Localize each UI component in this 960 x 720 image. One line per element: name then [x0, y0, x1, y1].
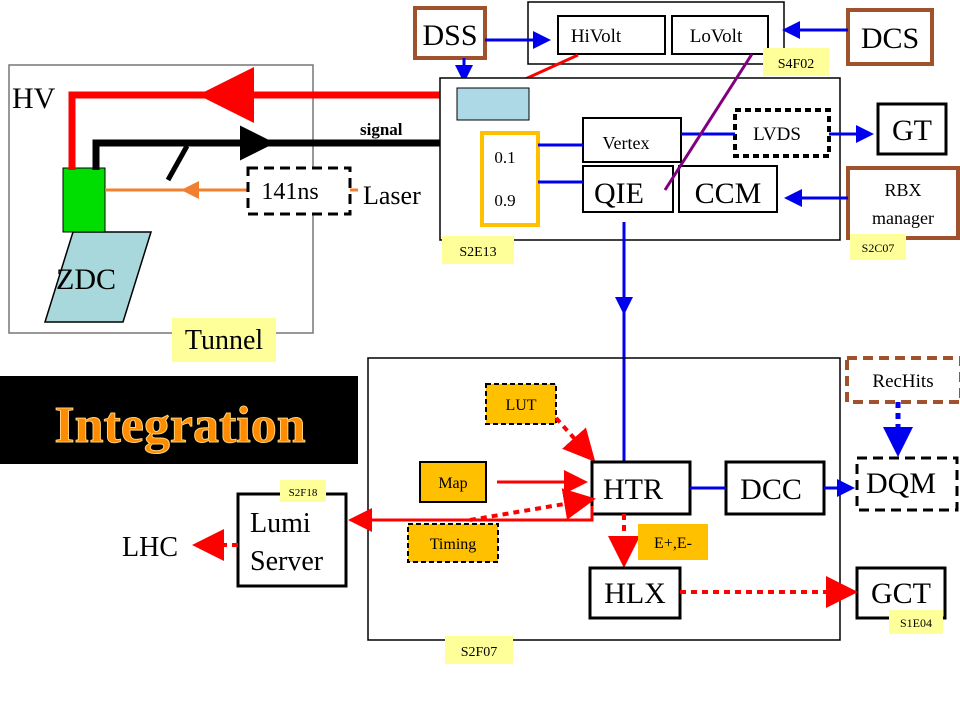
- rbx-label-line1: RBX: [884, 180, 921, 200]
- rack-tag-s2f18: [280, 480, 326, 502]
- htr-label: HTR: [603, 473, 663, 506]
- dcs-label: DCS: [861, 22, 919, 55]
- zdc-detector: [43, 231, 153, 323]
- timing-label: Timing: [430, 536, 477, 553]
- timing-box: [407, 523, 499, 563]
- hv-label: HV: [12, 82, 56, 115]
- dcc-box: [724, 460, 826, 516]
- map-label: Map: [438, 475, 467, 492]
- lovolt-to-qie-link: [663, 53, 754, 191]
- map-box: [419, 461, 487, 503]
- rack-tag-s1e04: [889, 610, 943, 634]
- ccm-label: CCM: [695, 177, 762, 210]
- dcc-label: DCC: [740, 473, 802, 506]
- tunnel-label-box: [172, 318, 276, 362]
- lumi-label-line2: Server: [250, 546, 324, 577]
- delay-box: [246, 166, 352, 216]
- rack-tag-s2e13: [442, 236, 514, 264]
- tunnel-label: Tunnel: [185, 325, 264, 356]
- vertex-label: Vertex: [603, 133, 650, 153]
- title-text: Integration: [54, 397, 305, 454]
- lovolt-box: [671, 15, 769, 55]
- lvds-label: LVDS: [753, 124, 801, 145]
- signal-cable: [92, 139, 482, 170]
- timing-to-htr-arrow: [469, 488, 596, 522]
- eplus-eminus-label: E+,E-: [654, 535, 692, 552]
- hlx-box: [588, 566, 682, 620]
- rack-tag-s2c07: [850, 234, 906, 260]
- lut-box: [485, 383, 557, 425]
- htr-to-lumi-line: [360, 506, 594, 522]
- dqm-box: [855, 456, 959, 512]
- vertex-box: [582, 117, 682, 163]
- lut-to-htr-arrow: [554, 416, 596, 462]
- qie-box: [582, 165, 674, 213]
- lut-label: LUT: [505, 397, 536, 414]
- gt-box: [876, 102, 948, 156]
- eplus-eminus-box: [638, 524, 708, 560]
- rechits-label: RecHits: [872, 371, 933, 392]
- qie-label: QIE: [594, 177, 644, 210]
- pmt-block: [62, 167, 106, 233]
- rack-tag-s2f18-label: S2F18: [289, 487, 318, 499]
- rack-tag-s2e13-label: S2E13: [459, 245, 496, 260]
- splitter-low-label: 0.9: [494, 191, 515, 210]
- rack-tag-s4f02: [763, 48, 829, 76]
- rack-tag-s2f07-label: S2F07: [461, 645, 498, 660]
- lovolt-label: LoVolt: [690, 26, 743, 47]
- splitter-high-label: 0.1: [494, 148, 515, 167]
- lhc-label: LHC: [122, 532, 178, 563]
- laser-label: Laser: [363, 181, 421, 210]
- title-banner: [0, 376, 358, 464]
- ccm-box: [678, 165, 778, 213]
- dcs-box: [846, 8, 934, 66]
- htr-box: [590, 460, 692, 516]
- dss-label: DSS: [422, 19, 477, 52]
- dss-box: [413, 6, 487, 60]
- zdc-label: ZDC: [56, 263, 116, 296]
- splitter-box: [480, 131, 540, 227]
- gct-label: GCT: [871, 577, 931, 610]
- counting-room-frame: [367, 357, 841, 641]
- rechits-box: [845, 356, 960, 404]
- lvds-box: [733, 108, 831, 158]
- hivolt-box: [557, 15, 666, 55]
- rack-tag-s1e04-label: S1E04: [900, 616, 932, 630]
- hlx-label: HLX: [604, 577, 666, 610]
- rack-tag-s2c07-label: S2C07: [862, 241, 895, 255]
- rack-tag-s4f02-label: S4F02: [778, 57, 815, 72]
- lumi-label-line1: Lumi: [250, 508, 311, 539]
- hv-distribution-box: [456, 87, 530, 121]
- rack-tag-s2f07: [445, 636, 513, 664]
- gt-label: GT: [892, 114, 932, 147]
- rbx-label-line2: manager: [872, 208, 934, 228]
- rbx-manager-box: [846, 166, 960, 240]
- lumi-server-box: [236, 492, 348, 588]
- signal-label: signal: [360, 120, 403, 139]
- delay-label: 141ns: [261, 179, 318, 205]
- dqm-label: DQM: [866, 467, 936, 500]
- signal-tick: [165, 144, 190, 182]
- hivolt-label: HiVolt: [571, 26, 622, 47]
